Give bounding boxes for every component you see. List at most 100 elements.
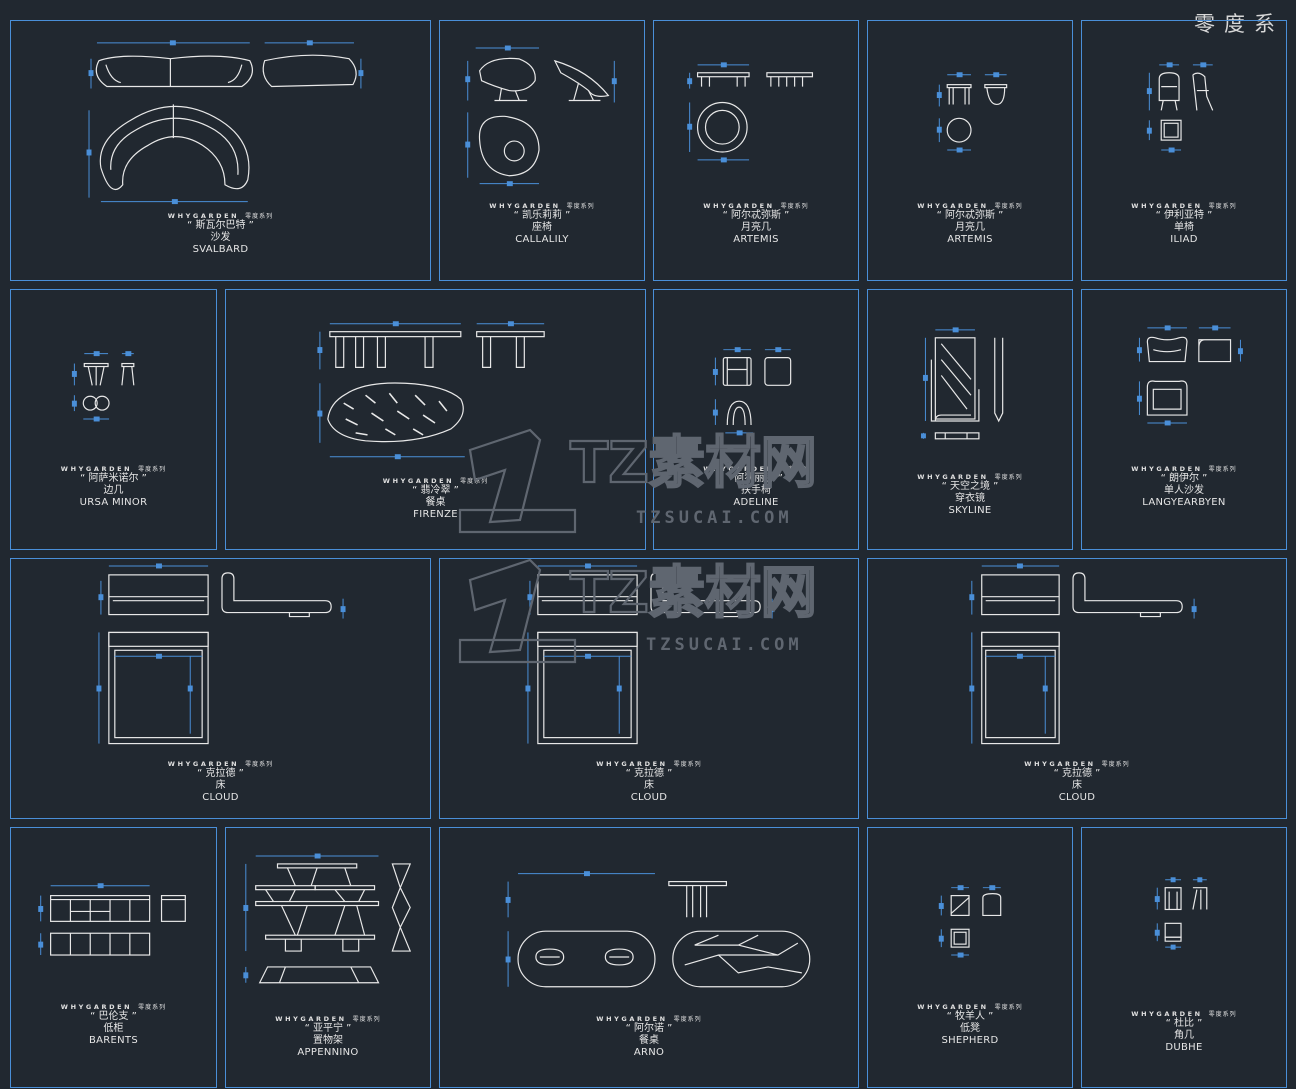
watermark-logo-icon xyxy=(458,428,577,534)
brand-name: WHYGARDEN xyxy=(382,476,455,485)
brand-name: WHYGARDEN xyxy=(596,759,668,768)
brand-name: WHYGARDEN xyxy=(596,1014,668,1023)
product-type-cn: 床 xyxy=(644,780,654,791)
brand-series: 零度系列 xyxy=(245,213,274,220)
product-name-en: CLOUD xyxy=(1058,792,1096,803)
brand-series: 零度系列 xyxy=(138,466,167,473)
header-title: 零度系 xyxy=(1194,12,1284,36)
product-name-cn: “ 阿尔忒弥斯 ” xyxy=(936,210,1004,221)
product-name-cn: “ 亚平宁 ” xyxy=(304,1023,352,1034)
brand-series: 零度系列 xyxy=(780,203,809,210)
product-name-en: APPENNINO xyxy=(297,1047,359,1058)
langyearbyen-armchair-drawing xyxy=(1136,325,1243,426)
product-name-en: ADELINE xyxy=(733,497,779,508)
product-type-cn: 沙发 xyxy=(210,232,231,243)
brand-line: WHYGARDEN 零度系列 xyxy=(226,1014,430,1024)
product-name-en: URSA MINOR xyxy=(79,497,148,508)
watermark-text: TZ素材网 xyxy=(570,431,817,496)
brand-series: 零度系列 xyxy=(673,1016,702,1023)
product-type-cn: 穿衣镜 xyxy=(955,493,985,504)
brand-line: WHYGARDEN 零度系列 xyxy=(11,464,216,474)
brand-name: WHYGARDEN xyxy=(167,211,240,220)
product-name-en: SHEPHERD xyxy=(941,1035,999,1046)
brand-name: WHYGARDEN xyxy=(1131,201,1203,210)
dubhe-corner-table-drawing xyxy=(1154,877,1208,950)
product-type-cn: 低凳 xyxy=(960,1023,980,1034)
brand-series: 零度系列 xyxy=(138,1004,167,1011)
appennino-shelf-drawing xyxy=(243,853,412,984)
product-type-cn: 单人沙发 xyxy=(1164,485,1204,496)
artemis-side-table-drawing xyxy=(936,72,1008,153)
product-type-cn: 低柜 xyxy=(103,1023,124,1034)
brand-name: WHYGARDEN xyxy=(1131,464,1203,473)
product-type-cn: 月亮几 xyxy=(741,222,771,233)
brand-series: 零度系列 xyxy=(566,203,595,210)
product-type-cn: 扶手椅 xyxy=(741,485,771,496)
arno-dining-table-drawing xyxy=(505,871,811,988)
watermark-url: TZSUCAI.COM xyxy=(636,508,793,528)
product-name-cn: “ 阿尔诺 ” xyxy=(625,1023,673,1034)
brand-series: 零度系列 xyxy=(994,474,1023,481)
watermark-text: TZ素材网 xyxy=(570,561,817,626)
product-name-en: CALLALILY xyxy=(515,234,569,245)
barents-low-cabinet-drawing xyxy=(38,883,186,956)
product-name-en: FIRENZE xyxy=(413,509,458,520)
product-name-cn: “ 巴伦支 ” xyxy=(90,1011,137,1022)
svalbard-sofa-drawing xyxy=(86,40,364,205)
product-name-cn: “ 克拉德 ” xyxy=(625,768,673,779)
product-name-en: ARTEMIS xyxy=(947,234,993,245)
watermark-top: TZ素材网 TZSUCAI.COM xyxy=(458,428,818,534)
brand-line: WHYGARDEN 零度系列 xyxy=(11,211,430,221)
brand-name: WHYGARDEN xyxy=(703,464,775,473)
skyline-mirror-drawing xyxy=(920,327,1004,440)
product-name-cn: “ 牧羊人 ” xyxy=(946,1011,994,1022)
brand-series: 零度系列 xyxy=(994,203,1023,210)
product-name-en: CLOUD xyxy=(202,792,239,803)
iliad-chair-drawing xyxy=(1146,62,1214,153)
product-type-cn: 月亮几 xyxy=(955,222,985,233)
brand-name: WHYGARDEN xyxy=(167,759,240,768)
product-type-cn: 餐桌 xyxy=(639,1035,659,1046)
brand-series: 零度系列 xyxy=(352,1016,381,1023)
product-name-en: SKYLINE xyxy=(948,505,992,516)
product-type-cn: 餐桌 xyxy=(425,497,446,508)
product-type-cn: 边几 xyxy=(103,485,124,496)
product-name-cn: “ 凯乐莉莉 ” xyxy=(513,210,571,221)
product-type-cn: 单椅 xyxy=(1174,222,1194,233)
brand-name: WHYGARDEN xyxy=(275,1014,347,1023)
cloud-bed-drawing xyxy=(96,563,346,745)
product-name-cn: “ 克拉德 ” xyxy=(1053,768,1101,779)
brand-series: 零度系列 xyxy=(994,1004,1023,1011)
product-name-en: SVALBARD xyxy=(192,244,249,255)
brand-name: WHYGARDEN xyxy=(60,464,133,473)
